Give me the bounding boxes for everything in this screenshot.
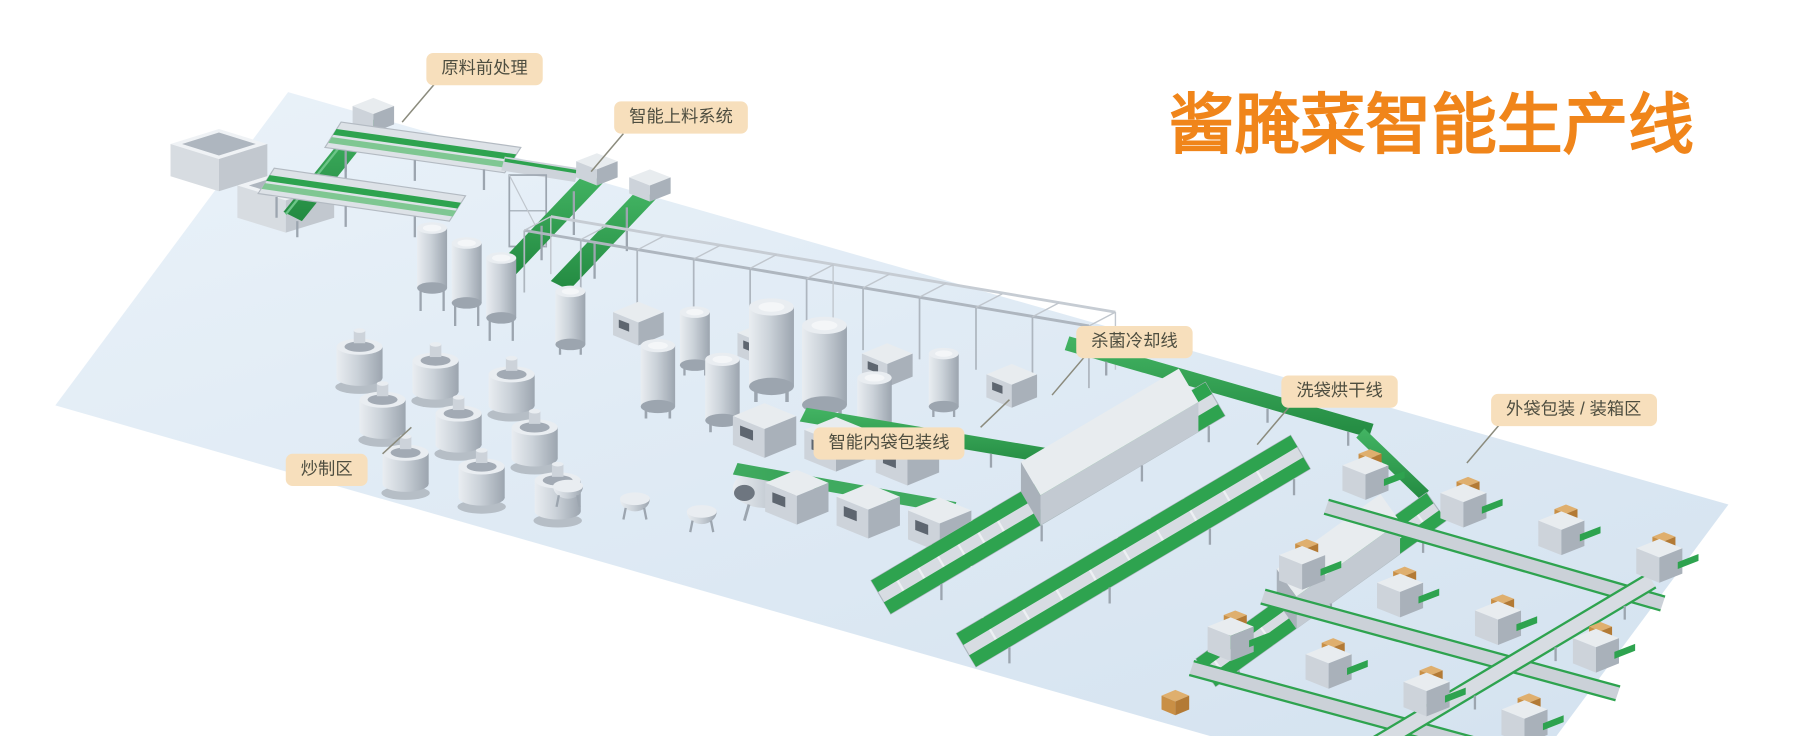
label-smart-feeding-system: 智能上料系统 <box>614 101 748 134</box>
label-sterilization-cooling-line: 杀菌冷却线 <box>1076 325 1193 359</box>
label-raw-material-pretreatment: 原料前处理 <box>426 52 543 86</box>
label-bag-washing-drying-line: 洗袋烘干线 <box>1281 375 1398 408</box>
large-tank <box>747 296 796 404</box>
label-frying-area: 炒制区 <box>285 453 368 487</box>
label-text: 智能上料系统 <box>629 107 733 127</box>
large-tank <box>800 315 849 423</box>
process-tank <box>554 284 587 356</box>
carton-stack <box>1161 689 1190 716</box>
leader-lines <box>382 83 1500 464</box>
label-text: 原料前处理 <box>441 58 528 79</box>
process-tank <box>927 346 960 419</box>
process-tank <box>639 337 677 420</box>
label-text: 炒制区 <box>300 459 353 480</box>
area-raw-material-pretreatment <box>170 97 579 238</box>
area-outer-bag-packing-boxing <box>1161 449 1699 736</box>
area-sterilization-cooling-line <box>870 336 1429 668</box>
label-smart-inner-bag-packing-line: 智能内袋包装线 <box>813 427 965 460</box>
label-text: 智能内袋包装线 <box>828 433 950 453</box>
label-text: 洗袋烘干线 <box>1296 381 1383 401</box>
label-text: 杀菌冷却线 <box>1091 331 1178 352</box>
page-title: 酱腌菜智能生产线 <box>1168 88 1694 163</box>
area-inner-bag-packing-line <box>732 403 972 553</box>
label-outer-bag-packing-boxing-area: 外袋包装 / 装箱区 <box>1491 393 1657 427</box>
label-text: 外袋包装 / 装箱区 <box>1506 399 1642 420</box>
